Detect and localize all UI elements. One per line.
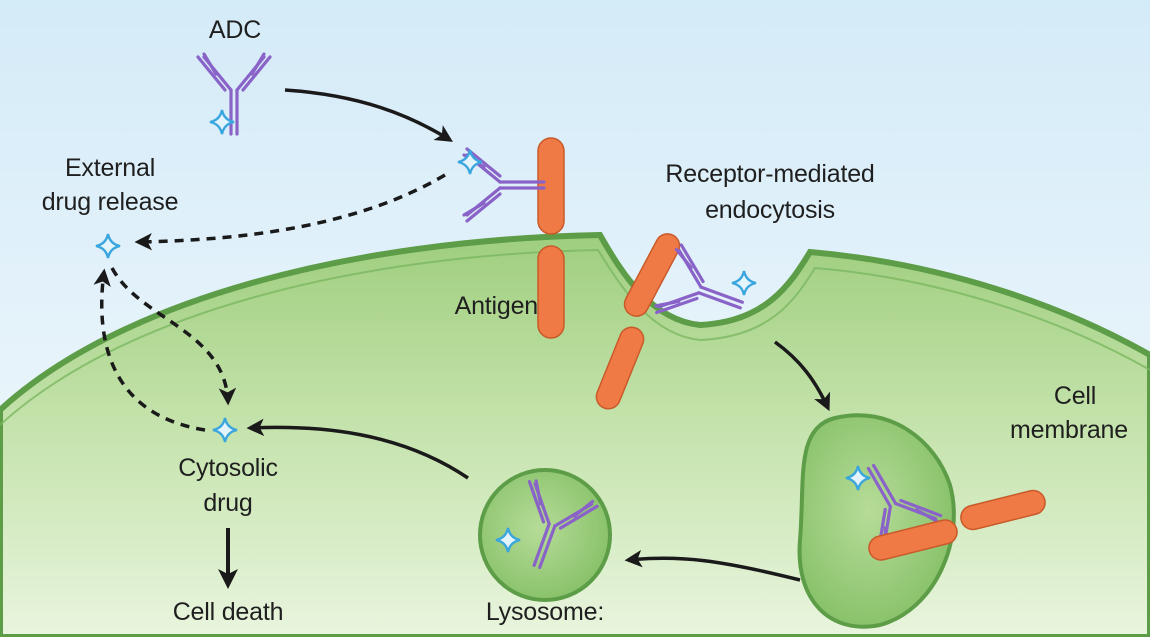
- endosome: [797, 413, 956, 629]
- cell-membrane-inner: [0, 248, 1150, 426]
- efflux-dashed-arrow: [93, 268, 206, 432]
- pit-antigen-top: [623, 233, 681, 317]
- external-release-label-line2: drug release: [41, 188, 179, 216]
- endosome-antigen-a: [868, 519, 958, 561]
- binding-arrow: [284, 88, 453, 142]
- cell-membrane-label-line1: Cell: [1053, 382, 1097, 410]
- drug-release-arrow: [246, 418, 469, 480]
- external-release-arrow: [134, 173, 446, 251]
- pit-antigen-bottom: [595, 326, 645, 410]
- antigen-extracellular: [537, 137, 565, 235]
- endosome-antigen-b: [960, 489, 1046, 531]
- uptake-dashed-arrow: [110, 267, 237, 406]
- lysosome-label: Lysosome:: [485, 598, 605, 626]
- external-release-label-line1: External: [64, 154, 156, 182]
- internalization-arrow: [773, 340, 831, 412]
- lysosome-arrow: [624, 549, 801, 582]
- cell-death-label: Cell death: [172, 598, 284, 626]
- cytosolic-label-line2: drug: [203, 489, 253, 517]
- cell-membrane-label-line2: membrane: [1010, 416, 1128, 444]
- antigen-label: Antigen: [454, 292, 539, 320]
- receptor-label-line2: endocytosis: [705, 196, 835, 224]
- receptor-label-line1: Receptor-mediated: [665, 160, 875, 188]
- antigen-intracellular: [537, 245, 565, 339]
- adc-label: ADC: [208, 16, 262, 44]
- cytosolic-label-line1: Cytosolic: [178, 454, 278, 482]
